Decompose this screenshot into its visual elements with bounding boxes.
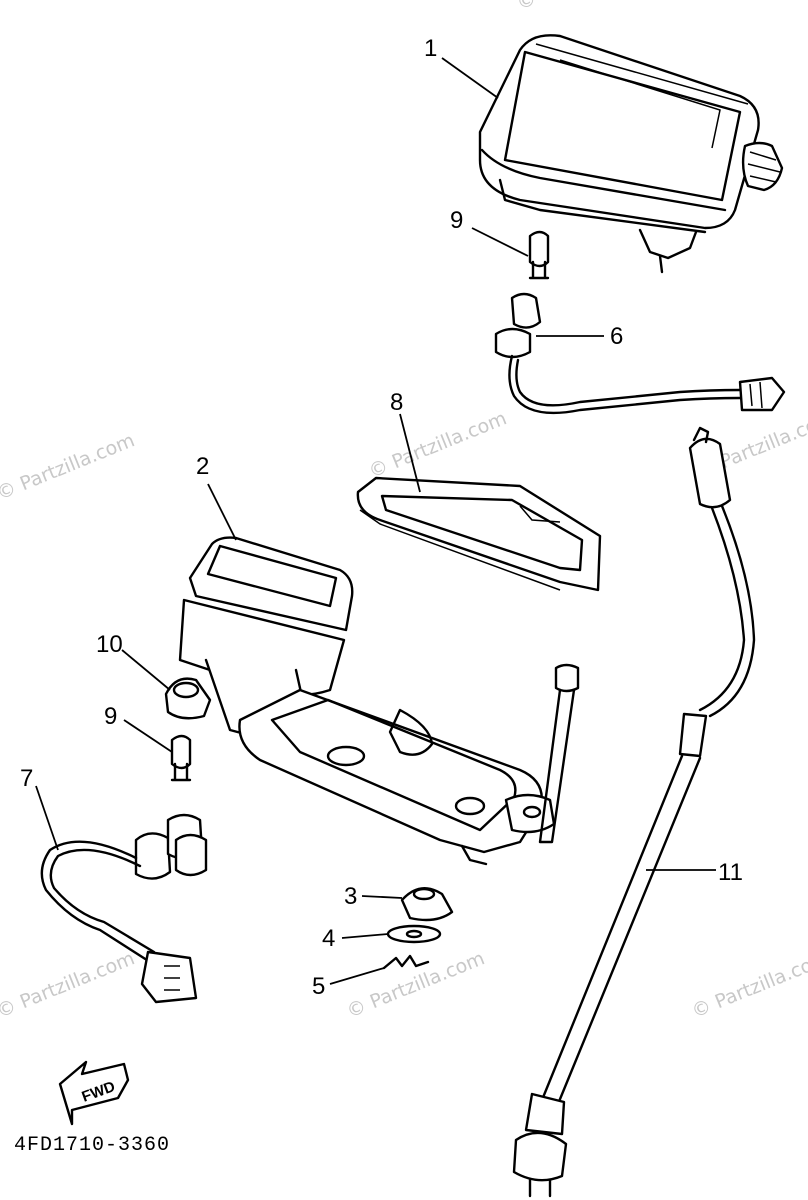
part-4-washer (386, 924, 442, 944)
callout-8: 8 (390, 389, 403, 416)
callout-2: 2 (196, 453, 209, 480)
part-3-grommet (400, 887, 454, 922)
part-2-meter-assembly (178, 536, 556, 866)
leader-lines (35, 57, 716, 985)
part-9-bulb-lower (170, 734, 192, 782)
callout-9-lower: 9 (104, 703, 117, 730)
callout-9-upper: 9 (450, 207, 463, 234)
diagram-code: 4FD1710-3360 (14, 1134, 170, 1157)
callout-6: 6 (610, 323, 623, 350)
part-5-clip (382, 954, 430, 970)
callout-5: 5 (312, 973, 325, 1000)
bracket-bolt (538, 663, 580, 844)
watermark: © Partzilla.com (0, 429, 138, 504)
watermark: © Partzilla.com (366, 407, 510, 482)
part-7-harness (40, 813, 208, 1004)
part-1-speedometer-housing (478, 34, 784, 274)
part-6-socket-cord (494, 292, 786, 415)
part-8-gasket (356, 476, 602, 592)
callout-11: 11 (718, 859, 743, 886)
callout-3: 3 (344, 883, 357, 910)
callout-1: 1 (424, 35, 437, 62)
part-10-grommet (164, 677, 212, 720)
watermark: © Partzilla.com (344, 947, 488, 1022)
callout-7: 7 (20, 765, 33, 792)
callout-10: 10 (96, 631, 123, 658)
part-11-cable (512, 426, 756, 1198)
fwd-arrow-icon: FWD (58, 1060, 130, 1126)
watermark: © Partzilla.com (514, 0, 658, 15)
callout-4: 4 (322, 925, 335, 952)
watermark: © Partzilla.com (689, 947, 808, 1022)
part-9-bulb-upper (528, 230, 550, 280)
watermark: © Partzilla.com (0, 947, 138, 1022)
callouts: 1 2 3 4 5 6 7 8 9 9 10 11 (20, 35, 743, 1000)
